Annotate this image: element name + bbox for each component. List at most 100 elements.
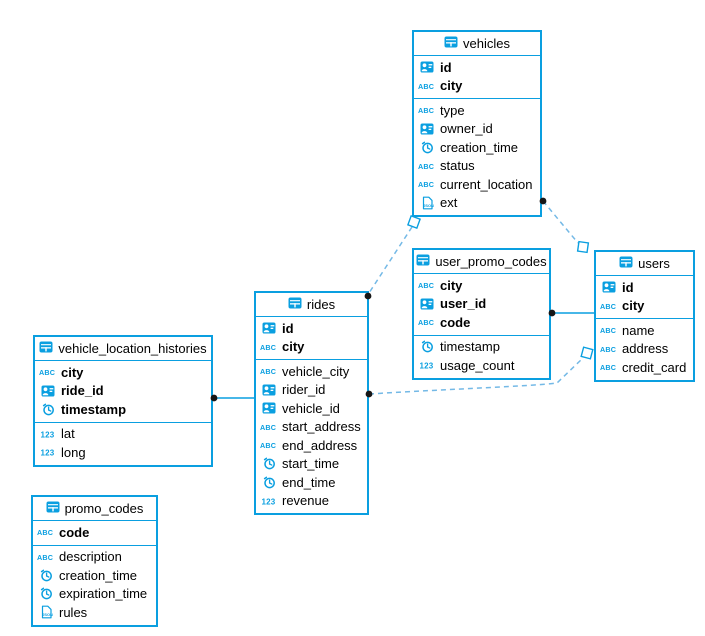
number-icon: 123 — [39, 429, 57, 439]
id-icon — [418, 61, 436, 73]
column-name: end_time — [282, 474, 336, 490]
column-row[interactable]: timestamp — [414, 338, 549, 357]
table-header[interactable]: vehicles — [414, 32, 540, 56]
id-icon — [418, 123, 436, 135]
time-icon — [260, 457, 278, 470]
table-icon — [46, 501, 60, 516]
column-row[interactable]: 123 usage_count — [414, 356, 549, 375]
table-header[interactable]: user_promo_codes — [414, 250, 549, 274]
column-name: start_time — [282, 456, 340, 472]
time-icon — [260, 476, 278, 489]
text-icon: ABC — [418, 81, 436, 91]
column-name: type — [440, 102, 465, 118]
svg-text:ABC: ABC — [418, 180, 434, 189]
column-row[interactable]: creation_time — [33, 566, 156, 585]
column-row[interactable]: expiration_time — [33, 585, 156, 604]
table-header[interactable]: users — [596, 252, 693, 276]
table-icon — [619, 256, 633, 271]
svg-text:ABC: ABC — [418, 106, 434, 115]
column-name: creation_time — [59, 567, 138, 583]
svg-text:ABC: ABC — [600, 345, 616, 354]
column-row[interactable]: rider_id — [256, 381, 367, 400]
columns-section: timestamp 123 usage_count — [414, 336, 549, 378]
table-header[interactable]: vehicle_location_histories — [35, 337, 211, 361]
column-name: status — [440, 158, 475, 174]
table-header[interactable]: rides — [256, 293, 367, 317]
column-row[interactable]: start_time — [256, 455, 367, 474]
column-row[interactable]: id — [414, 58, 540, 77]
svg-text:123: 123 — [420, 362, 434, 371]
column-row[interactable]: ABC name — [596, 321, 693, 340]
id-icon — [600, 281, 618, 293]
column-row[interactable]: ABC type — [414, 101, 540, 120]
column-row[interactable]: id — [596, 278, 693, 297]
column-name: user_id — [440, 296, 487, 312]
table-icon — [444, 36, 458, 51]
column-name: usage_count — [440, 357, 515, 373]
column-row[interactable]: creation_time — [414, 138, 540, 157]
column-row[interactable]: ABC city — [414, 276, 549, 295]
svg-text:ABC: ABC — [418, 82, 434, 91]
svg-text:ABC: ABC — [600, 326, 616, 335]
text-icon: ABC — [418, 105, 436, 115]
column-name: description — [59, 549, 122, 565]
table-title: vehicles — [463, 36, 510, 51]
column-row[interactable]: timestamp — [35, 400, 211, 419]
column-row[interactable]: vehicle_id — [256, 399, 367, 418]
column-row[interactable]: id — [256, 319, 367, 338]
column-name: creation_time — [440, 139, 519, 155]
column-name: current_location — [440, 176, 533, 192]
text-icon: ABC — [37, 527, 55, 537]
time-icon — [418, 340, 436, 353]
column-name: address — [622, 341, 669, 357]
number-icon: 123 — [418, 360, 436, 371]
column-row[interactable]: ride_id — [35, 382, 211, 401]
column-row[interactable]: ABC address — [596, 340, 693, 359]
svg-text:123: 123 — [41, 449, 55, 458]
column-name: city — [61, 364, 84, 380]
column-name: ext — [440, 195, 458, 211]
svg-text:ABC: ABC — [260, 343, 276, 352]
column-name: id — [622, 279, 634, 295]
column-name: name — [622, 322, 655, 338]
table-title: vehicle_location_histories — [58, 341, 207, 356]
column-row[interactable]: user_id — [414, 295, 549, 314]
time-icon — [37, 569, 55, 582]
column-row[interactable]: owner_id — [414, 120, 540, 139]
text-icon: ABC — [418, 179, 436, 189]
column-row[interactable]: end_time — [256, 473, 367, 492]
column-name: city — [440, 277, 463, 293]
table-header[interactable]: promo_codes — [33, 497, 156, 521]
text-icon: ABC — [418, 280, 436, 290]
column-row[interactable]: ABC current_location — [414, 175, 540, 194]
